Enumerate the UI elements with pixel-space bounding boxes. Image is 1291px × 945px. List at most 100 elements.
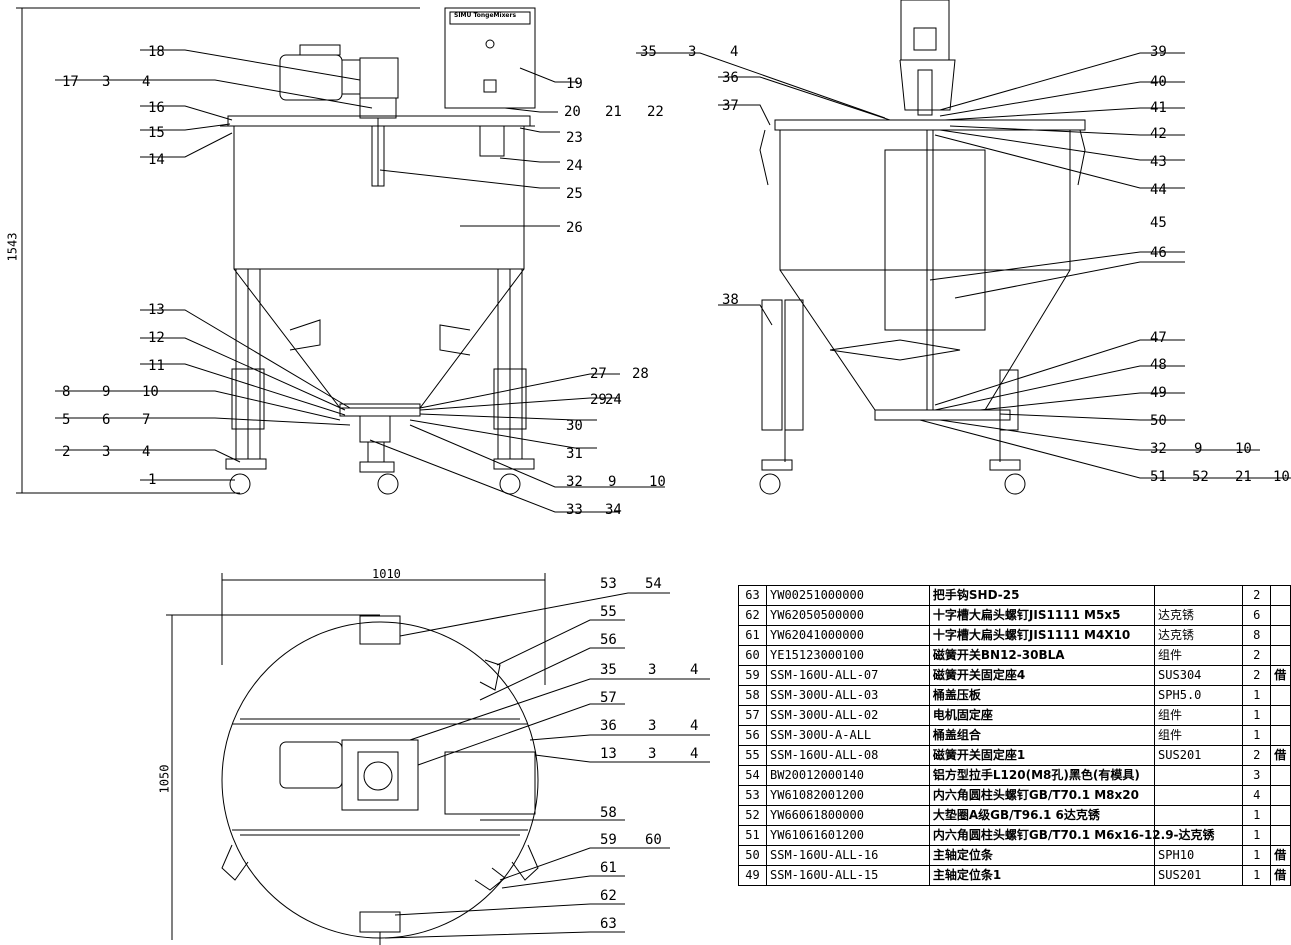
- bom-index: 62: [738, 605, 767, 626]
- bom-part-code: SSM-160U-ALL-08: [766, 745, 930, 766]
- bom-quantity: 2: [1242, 645, 1272, 666]
- bom-quantity: 2: [1242, 745, 1272, 766]
- side-view-callout: 40: [1150, 74, 1167, 90]
- front-view-callout: 3: [102, 444, 111, 460]
- bom-material: 达克锈: [1154, 605, 1244, 626]
- side-view-callout: 9: [1194, 441, 1203, 457]
- front-view-callout: 10: [142, 384, 159, 400]
- bom-part-name: 十字槽大扁头螺钉JIS1111 M4X10: [928, 625, 1156, 646]
- bom-material: 组件: [1154, 725, 1244, 746]
- side-view-callout: 47: [1150, 330, 1167, 346]
- bom-part-code: SSM-300U-A-ALL: [766, 725, 930, 746]
- front-view-callout: 18: [148, 44, 165, 60]
- top-view-callout: 4: [690, 718, 699, 734]
- front-view-callout: 30: [566, 418, 583, 434]
- front-view-callout: 33: [566, 502, 583, 518]
- bom-remark: [1270, 825, 1291, 846]
- top-view-callout: 57: [600, 690, 617, 706]
- bom-index: 59: [738, 665, 767, 686]
- bom-index: 49: [738, 865, 767, 886]
- bom-index: 50: [738, 845, 767, 866]
- front-view-callout: 26: [566, 220, 583, 236]
- top-view-callout: 36: [600, 718, 617, 734]
- front-view-callout: 4: [142, 74, 151, 90]
- bom-remark: [1270, 585, 1291, 606]
- front-view-callout: 22: [647, 104, 664, 120]
- front-view-callout: 7: [142, 412, 151, 428]
- side-view-callout: 35: [640, 44, 657, 60]
- front-view-callout: 9: [102, 384, 111, 400]
- front-view-callout: 19: [566, 76, 583, 92]
- front-view-callout: 28: [632, 366, 649, 382]
- bom-remark: [1270, 645, 1291, 666]
- bom-quantity: 1: [1242, 825, 1272, 846]
- side-view-callout: 52: [1192, 469, 1209, 485]
- bom-material: SUS201: [1154, 745, 1244, 766]
- front-view-callout: 9: [608, 474, 617, 490]
- bom-part-code: YW66061800000: [766, 805, 930, 826]
- bom-remark: 借: [1270, 665, 1291, 686]
- side-view: [636, 0, 1291, 495]
- side-view-callout: 4: [730, 44, 739, 60]
- top-view: [166, 573, 710, 945]
- bom-material: [1154, 765, 1244, 786]
- bom-part-code: YW61082001200: [766, 785, 930, 806]
- side-view-callout: 32: [1150, 441, 1167, 457]
- side-view-callout: 46: [1150, 245, 1167, 261]
- top-view-callout: 53: [600, 576, 617, 592]
- front-view-callout: 24: [605, 392, 622, 408]
- bom-remark: 借: [1270, 745, 1291, 766]
- side-view-callout: 3: [688, 44, 697, 60]
- bom-material: 组件: [1154, 705, 1244, 726]
- bom-material: SPH5.0: [1154, 685, 1244, 706]
- top-view-callout: 13: [600, 746, 617, 762]
- bom-remark: [1270, 805, 1291, 826]
- bom-material: [1154, 805, 1244, 826]
- front-view-callout: 29: [590, 392, 607, 408]
- front-view-callout: 27: [590, 366, 607, 382]
- front-view-callout: 20: [564, 104, 581, 120]
- front-view-callout: 6: [102, 412, 111, 428]
- bom-quantity: 2: [1242, 585, 1272, 606]
- side-view-callout: 43: [1150, 154, 1167, 170]
- bom-part-name: 磁簧开关固定座4: [928, 665, 1156, 686]
- top-view-callout: 62: [600, 888, 617, 904]
- bom-quantity: 6: [1242, 605, 1272, 626]
- side-view-callout: 10: [1235, 441, 1252, 457]
- front-view-callout: 14: [148, 152, 165, 168]
- side-view-callout: 37: [722, 98, 739, 114]
- side-view-callout: 21: [1235, 469, 1252, 485]
- bom-quantity: 1: [1242, 725, 1272, 746]
- front-view-callout: 5: [62, 412, 71, 428]
- side-view-callout: 41: [1150, 100, 1167, 116]
- front-view-callout: 8: [62, 384, 71, 400]
- bom-part-name: 电机固定座: [928, 705, 1156, 726]
- bom-remark: [1270, 785, 1291, 806]
- bom-material: 组件: [1154, 645, 1244, 666]
- bom-part-name: 大垫圈A级GB/T96.1 6达克锈: [928, 805, 1156, 826]
- front-view-callout: 34: [605, 502, 622, 518]
- front-view-callout: 31: [566, 446, 583, 462]
- bom-part-name: 十字槽大扁头螺钉JIS1111 M5x5: [928, 605, 1156, 626]
- bom-material: [1154, 585, 1244, 606]
- top-view-callout: 60: [645, 832, 662, 848]
- bom-quantity: 4: [1242, 785, 1272, 806]
- bom-part-name: 磁簧开关固定座1: [928, 745, 1156, 766]
- bom-part-code: BW20012000140: [766, 765, 930, 786]
- side-view-callout: 10: [1273, 469, 1290, 485]
- bom-quantity: 1: [1242, 845, 1272, 866]
- front-view-callout: 24: [566, 158, 583, 174]
- bom-part-name: 把手钩SHD-25: [928, 585, 1156, 606]
- bom-index: 51: [738, 825, 767, 846]
- front-view: [16, 7, 665, 513]
- bom-index: 61: [738, 625, 767, 646]
- bom-quantity: 1: [1242, 805, 1272, 826]
